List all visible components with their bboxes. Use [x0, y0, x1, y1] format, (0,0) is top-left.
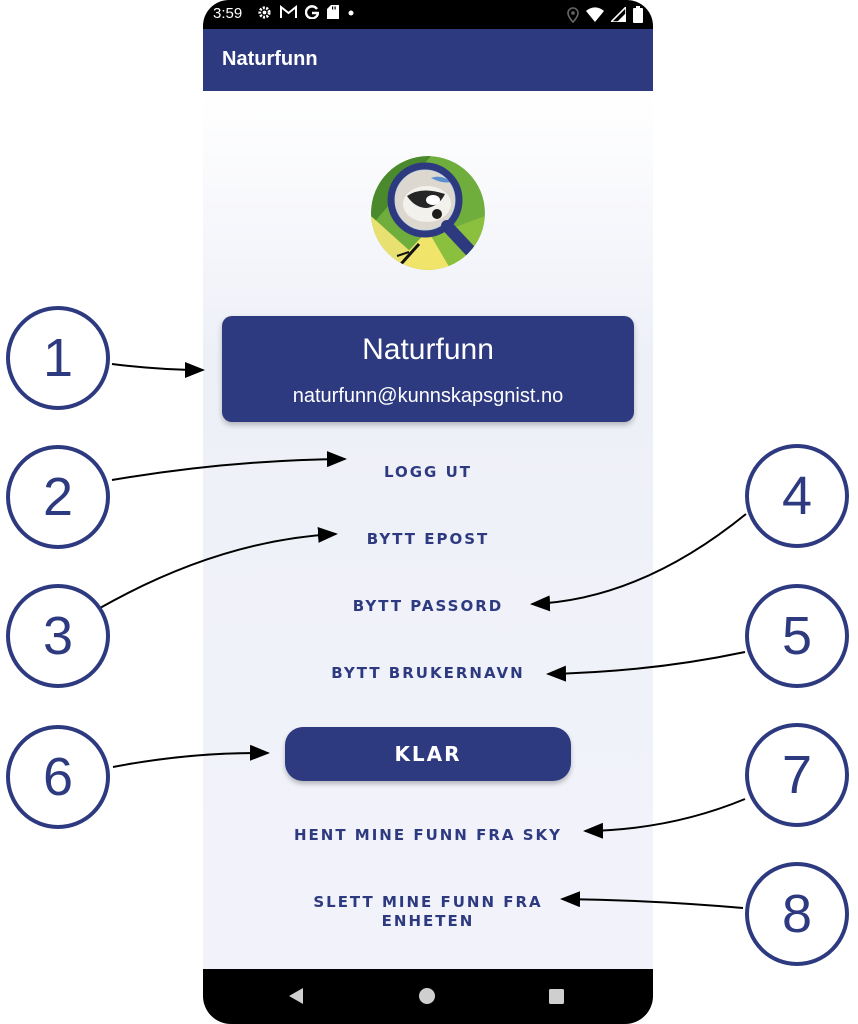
- recents-icon[interactable]: [549, 989, 564, 1004]
- delete-from-device-label-line2: ENHETEN: [381, 912, 475, 930]
- battery-icon: [633, 6, 643, 27]
- callout-7: 7: [745, 723, 849, 827]
- arrow-1: [111, 361, 205, 378]
- sd-card-icon: [327, 5, 339, 26]
- phone-screen: 3:59: [203, 0, 653, 1024]
- callout-3: 3: [6, 584, 110, 688]
- back-icon[interactable]: [289, 988, 303, 1004]
- app-title: Naturfunn: [222, 48, 318, 70]
- location-icon: [567, 6, 579, 27]
- wifi-icon: [586, 7, 604, 26]
- status-icons-left: [257, 4, 355, 26]
- callout-1: 1: [6, 306, 110, 410]
- logout-button[interactable]: LOGG UT: [203, 463, 653, 481]
- change-username-button[interactable]: BYTT BRUKERNAVN: [203, 664, 653, 682]
- status-icons-right: [567, 5, 643, 27]
- signal-icon: [609, 5, 627, 26]
- dot-icon: [347, 5, 355, 26]
- callout-2: 2: [6, 445, 110, 549]
- profile-name: Naturfunn: [362, 333, 494, 366]
- home-icon[interactable]: [419, 988, 435, 1004]
- status-bar: 3:59: [203, 0, 653, 29]
- gmail-icon: [280, 4, 297, 26]
- fetch-from-cloud-button[interactable]: HENT MINE FUNN FRA SKY: [203, 826, 653, 844]
- change-password-button[interactable]: BYTT PASSORD: [203, 597, 653, 615]
- change-email-button[interactable]: BYTT EPOST: [203, 530, 653, 548]
- status-time: 3:59: [213, 5, 243, 22]
- bird-magnifier-logo-icon: [371, 156, 485, 270]
- profile-screen-content: Naturfunn naturfunn@kunnskapsgnist.no LO…: [203, 91, 653, 969]
- callout-5: 5: [745, 584, 849, 688]
- done-button[interactable]: KLAR: [285, 727, 571, 781]
- callout-6: 6: [6, 725, 110, 829]
- delete-from-device-label-line1: SLETT MINE FUNN FRA: [313, 893, 543, 911]
- navigation-bar: [203, 969, 653, 1024]
- settings-icon: [257, 5, 272, 26]
- profile-email: naturfunn@kunnskapsgnist.no: [292, 385, 564, 407]
- profile-card: Naturfunn naturfunn@kunnskapsgnist.no: [222, 316, 634, 422]
- callout-4: 4: [745, 444, 849, 548]
- app-bar: Naturfunn: [203, 29, 653, 91]
- google-icon: [304, 5, 320, 26]
- delete-from-device-button[interactable]: SLETT MINE FUNN FRA ENHETEN: [203, 893, 653, 931]
- callout-8: 8: [745, 862, 849, 966]
- app-logo: [371, 156, 485, 270]
